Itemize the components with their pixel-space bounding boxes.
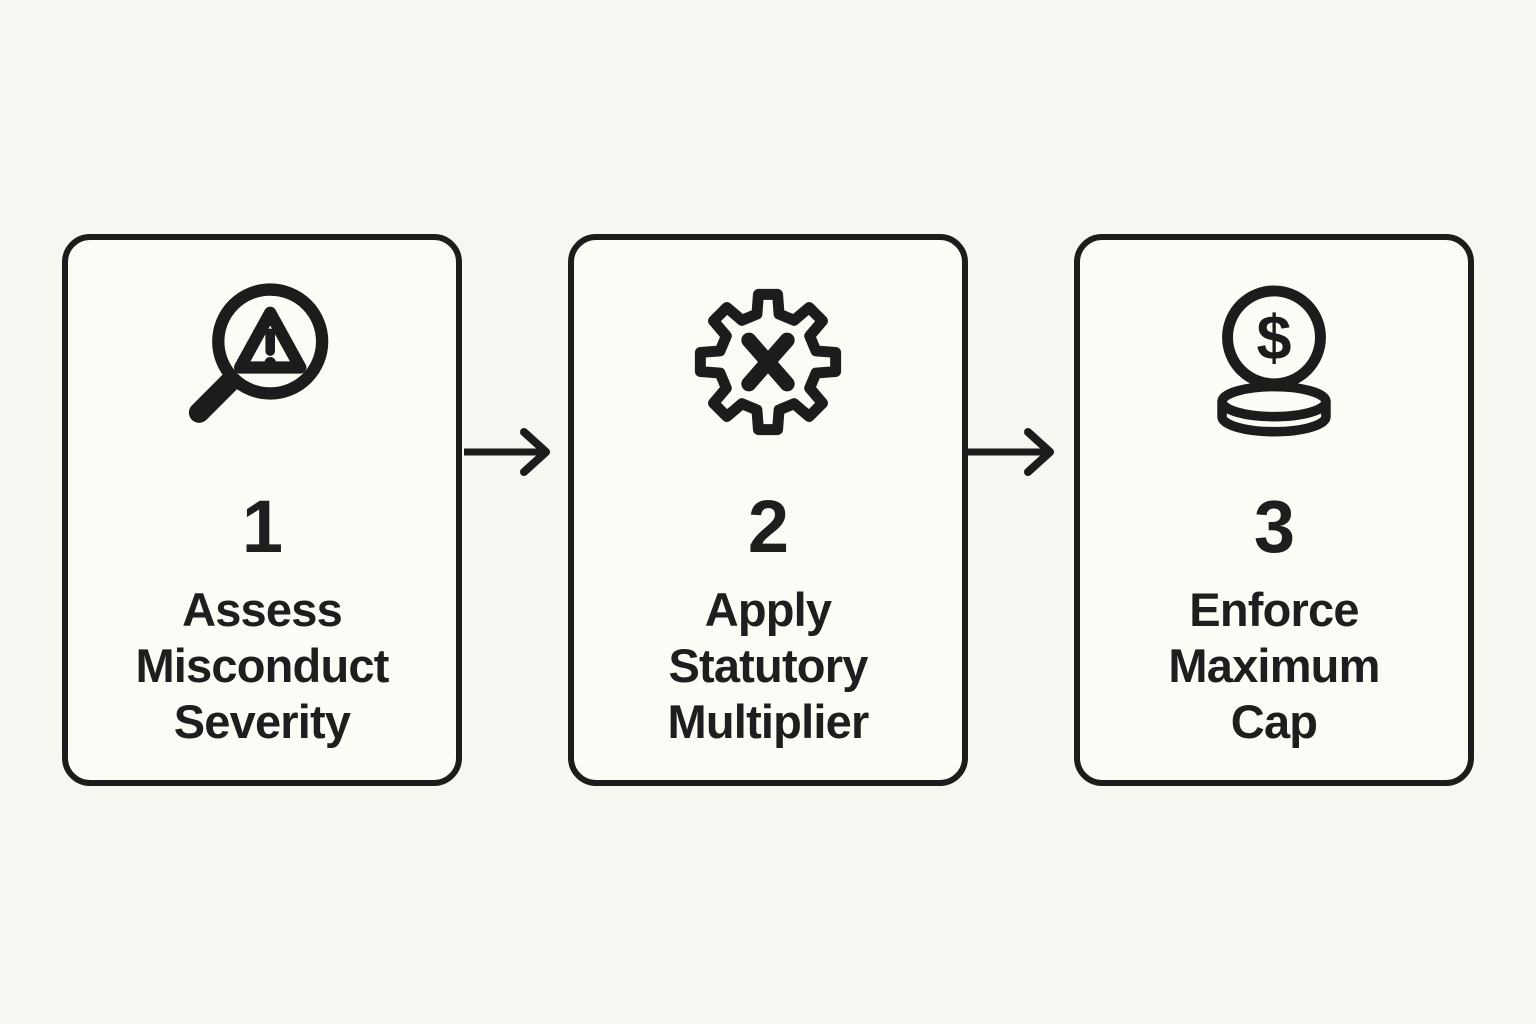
magnifier-alert-icon [180, 280, 344, 444]
step-label: Apply Statutory Multiplier [667, 582, 870, 750]
step-number: 2 [747, 485, 789, 568]
step-label-line: Enforce [1189, 583, 1359, 636]
coin-dollar-icon: $ [1192, 280, 1356, 444]
step-number: 1 [241, 485, 283, 568]
step-label-line: Cap [1230, 695, 1318, 748]
step-card-1: 1 Assess Misconduct Severity [62, 234, 462, 786]
step-label: Assess Misconduct Severity [135, 582, 389, 750]
dollar-glyph: $ [1257, 303, 1292, 373]
step-label-line: Severity [173, 695, 351, 748]
step-number: 3 [1253, 485, 1295, 568]
step-label-line: Apply [704, 583, 832, 636]
step-label-line: Misconduct [135, 639, 389, 692]
step-label-line: Multiplier [667, 695, 870, 748]
gear-multiplier-icon [686, 280, 850, 444]
step-card-3: $ 3 Enforce Maximum Cap [1074, 234, 1474, 786]
step-card-2: 2 Apply Statutory Multiplier [568, 234, 968, 786]
step-label-line: Statutory [668, 639, 868, 692]
arrow-right-icon [464, 428, 550, 476]
step-label-line: Assess [182, 583, 343, 636]
arrow-right-icon [968, 428, 1054, 476]
step-label: Enforce Maximum Cap [1168, 582, 1380, 750]
step-label-line: Maximum [1168, 639, 1380, 692]
